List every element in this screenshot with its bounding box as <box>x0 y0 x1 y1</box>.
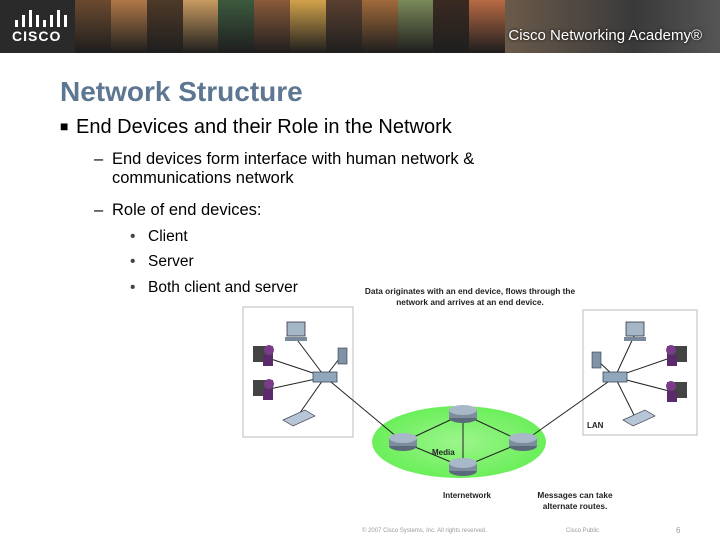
server-icon <box>591 351 602 369</box>
cisco-logo-text: CISCO <box>12 28 62 44</box>
bullet-level1-text: End Devices and their Role in the Networ… <box>76 116 452 138</box>
bullet-item-client: • Client <box>130 228 188 246</box>
router-icon <box>389 433 417 451</box>
bullet-item-text: Client <box>148 228 188 245</box>
internetwork-label: Internetwork <box>443 491 492 500</box>
header-photo-panel <box>218 0 256 53</box>
switch-icon <box>312 371 338 383</box>
header-photo-panel <box>433 0 471 53</box>
header-photo-panel <box>254 0 291 53</box>
header-photo-panel <box>290 0 327 53</box>
computer-icon <box>285 321 307 341</box>
internetwork-cloud <box>372 406 546 478</box>
footer-copyright: © 2007 Cisco Systems, Inc. All rights re… <box>362 528 487 534</box>
header-photo-panel <box>325 0 363 53</box>
alternate-routes-line1: Messages can take <box>537 490 613 500</box>
bullet-level2-interface: –End devices form interface with human n… <box>94 150 474 188</box>
dash-bullet-icon: – <box>94 201 104 219</box>
bullet-item-both: • Both client and server <box>130 279 298 297</box>
switch-icon <box>602 371 628 383</box>
bullet-level2-role: –Role of end devices: <box>94 201 262 220</box>
slide-title: Network Structure <box>60 76 303 107</box>
header-photo-panel <box>75 0 112 53</box>
phone-icon <box>622 409 656 427</box>
network-diagram-graphic <box>242 306 698 478</box>
user-workstation-icon <box>666 381 687 402</box>
user-workstation-icon <box>253 345 274 366</box>
cisco-logo: CISCO <box>8 8 72 46</box>
alternate-routes-line2: alternate routes. <box>542 501 608 511</box>
academy-title: Cisco Networking Academy® <box>508 27 702 44</box>
header-banner: CISCO Cisco Networking Academy® <box>0 0 720 53</box>
bullet-item-text: Both client and server <box>148 279 298 296</box>
bullet-item-server: • Server <box>130 253 194 271</box>
diagram-caption-line2: network and arrives at an end device. <box>396 297 544 307</box>
header-photo-panel <box>182 0 220 53</box>
phone-icon <box>282 409 316 427</box>
header-photo-panel <box>397 0 435 53</box>
page-number: 6 <box>676 526 681 535</box>
square-bullet-icon: ■ <box>60 118 69 134</box>
bullet-level2-text: Role of end devices: <box>112 201 262 219</box>
bullet-level2-text-cont: communications network <box>112 169 294 187</box>
dot-bullet-icon: • <box>130 253 136 270</box>
header-photo-panel <box>146 0 184 53</box>
dash-bullet-icon: – <box>94 150 104 168</box>
media-label: Media <box>432 448 455 457</box>
bullet-level2-text: End devices form interface with human ne… <box>112 150 475 168</box>
footer-classification: Cisco Public <box>566 528 600 534</box>
router-icon <box>449 458 477 476</box>
alternate-routes-note: Messages can take alternate routes. <box>530 490 620 512</box>
computer-icon <box>624 321 646 341</box>
dot-bullet-icon: • <box>130 279 136 296</box>
dot-bullet-icon: • <box>130 228 136 245</box>
cisco-bars-icon <box>15 10 67 27</box>
header-photo-panel <box>110 0 148 53</box>
bullet-level1: ■ End Devices and their Role in the Netwo… <box>60 116 452 139</box>
user-workstation-icon <box>666 345 687 366</box>
router-icon <box>449 405 477 423</box>
bullet-item-text: Server <box>148 253 194 270</box>
header-photo-panel <box>469 0 506 53</box>
header-photo-panel <box>505 0 720 53</box>
diagram-caption: Data originates with an end device, flow… <box>345 286 595 308</box>
router-icon <box>509 433 537 451</box>
lan-label: LAN <box>587 421 604 430</box>
server-icon <box>337 347 348 365</box>
header-photo-panel <box>361 0 399 53</box>
user-workstation-icon <box>253 379 274 400</box>
diagram-caption-line1: Data originates with an end device, flow… <box>364 286 576 296</box>
network-diagram: Data originates with an end device, flow… <box>235 282 720 514</box>
